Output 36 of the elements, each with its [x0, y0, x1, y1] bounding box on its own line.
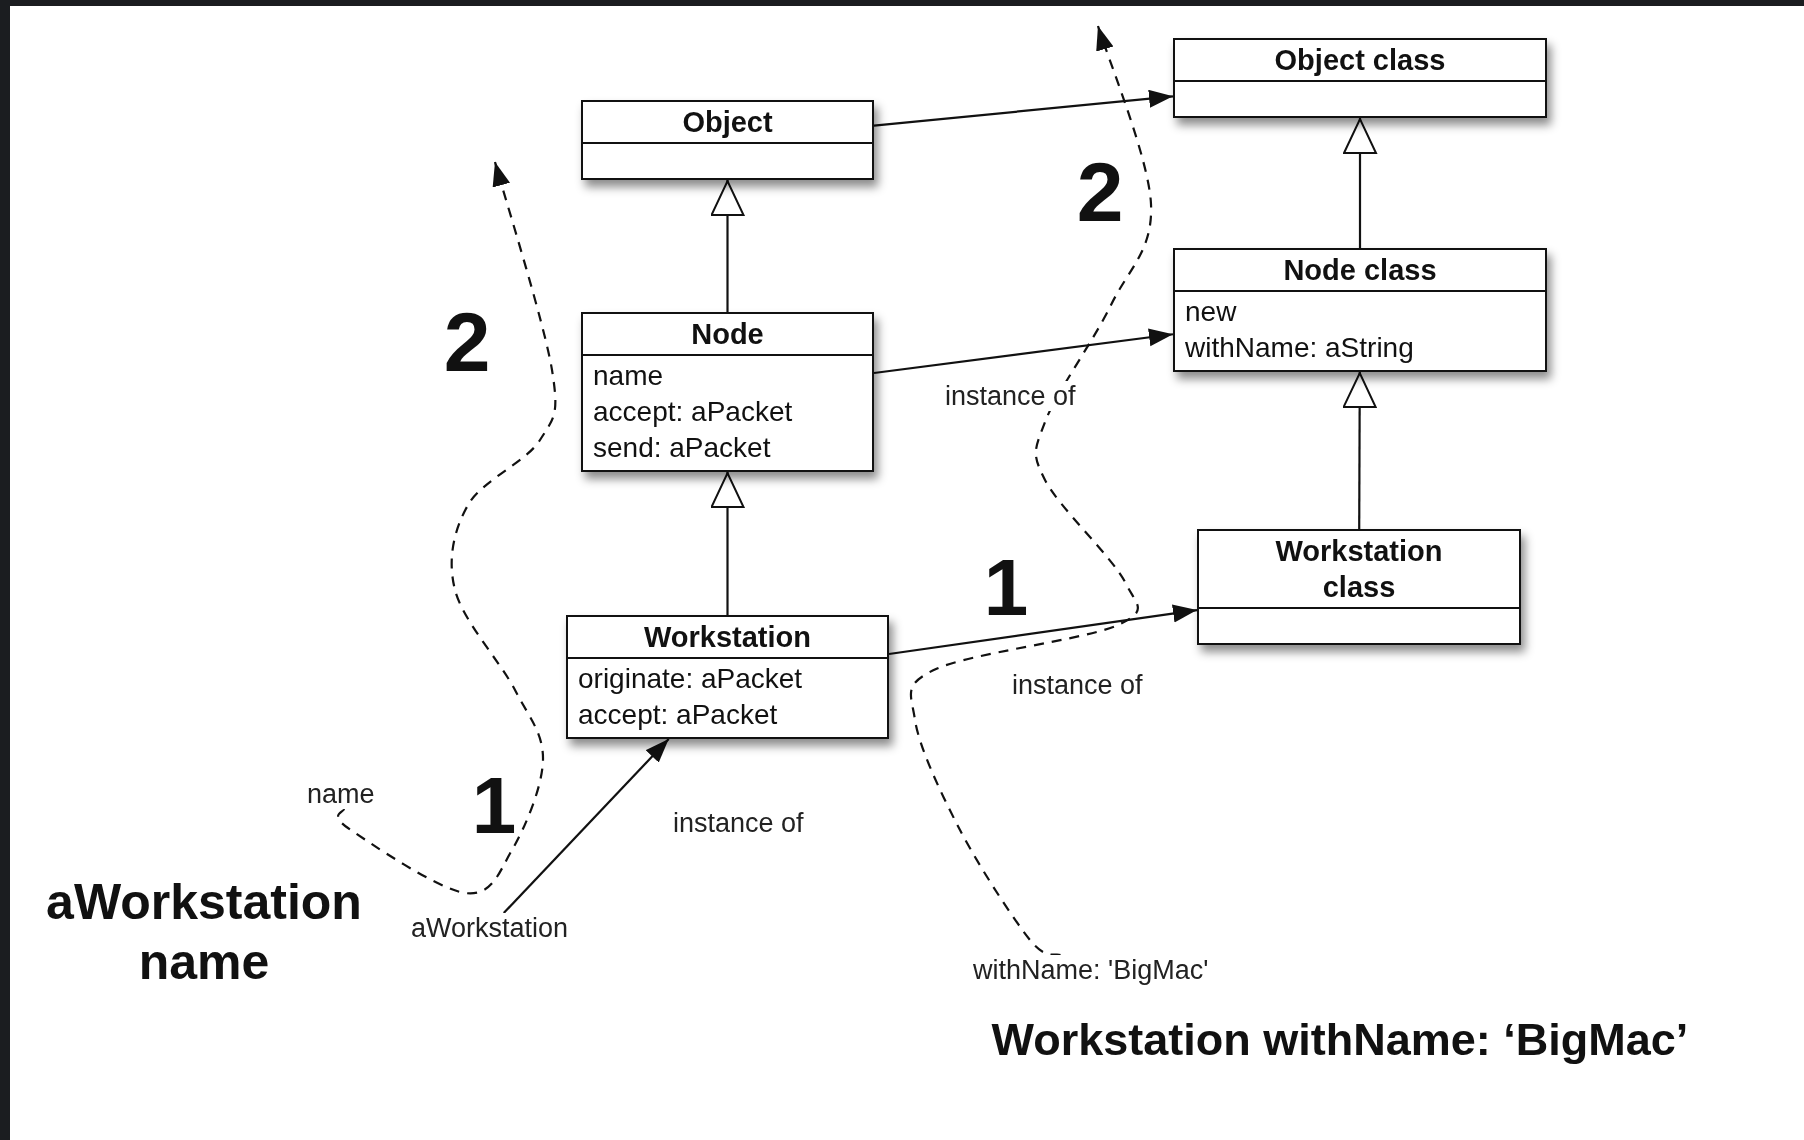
step-number: 2: [442, 300, 492, 384]
class-box: [1173, 38, 1547, 118]
class-name: Object class: [1175, 40, 1545, 82]
inheritance-arrow: [710, 472, 745, 615]
class-name: Workstation: [568, 617, 887, 659]
member-text: withName: aString: [1185, 331, 1415, 365]
edge-label: instance of: [943, 381, 1078, 411]
class-name: Object: [583, 102, 872, 144]
class-box: [581, 312, 874, 472]
arrow: [873, 89, 1174, 127]
member-text: accept: aPacket: [578, 698, 779, 732]
arrow: [502, 738, 670, 914]
arrow: [888, 604, 1198, 656]
message-text: Workstation withName: ‘BigMac’: [990, 1013, 1690, 1067]
class-box: [1197, 529, 1521, 645]
code-text: withName: 'BigMac': [973, 955, 1209, 985]
arrow: [873, 328, 1174, 375]
step-number: 2: [1075, 150, 1125, 234]
class-box: [1173, 248, 1547, 372]
member-text: new: [1185, 295, 1238, 329]
inheritance-arrow: [710, 180, 745, 312]
class-name: Node: [583, 314, 872, 356]
class-box: [566, 615, 889, 739]
member-text: name: [593, 359, 665, 393]
step-number: 1: [470, 766, 518, 846]
dashed-arrow: [910, 25, 1153, 957]
member-text: originate: aPacket: [578, 662, 804, 696]
class-box: [581, 100, 874, 180]
inheritance-arrow: [1343, 118, 1377, 248]
class-name: Node class: [1175, 250, 1545, 292]
message-text: aWorkstation name: [45, 873, 363, 992]
inheritance-arrow: [1342, 372, 1377, 529]
member-text: send: aPacket: [593, 431, 772, 465]
step-number: 1: [982, 548, 1030, 628]
member-text: accept: aPacket: [593, 395, 794, 429]
class-name: Workstation class: [1199, 531, 1519, 609]
